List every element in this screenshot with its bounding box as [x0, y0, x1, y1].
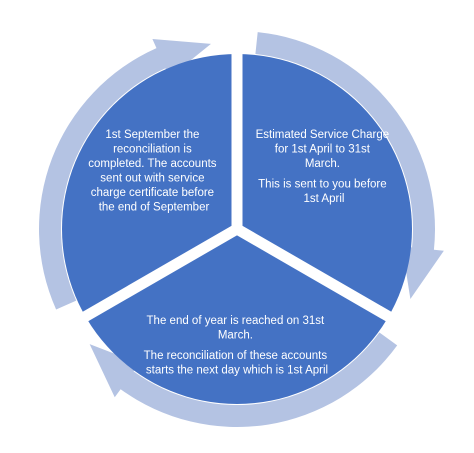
divider-lower-right — [234, 224, 399, 326]
segment-text-top-left: 1st September the reconciliation is comp… — [88, 129, 219, 214]
segment-line: March. — [218, 330, 253, 342]
segment-dividers — [75, 46, 399, 326]
segment-line: the end of September — [99, 202, 210, 214]
segment-text-top-right: Estimated Service Charge for 1st April t… — [256, 129, 393, 205]
segment-line: This is sent to you before — [258, 179, 386, 191]
segment-text-bottom: The end of year is reached on 31st March… — [144, 315, 331, 377]
segment-line: starts the next day which is 1st April — [146, 365, 328, 377]
cycle-arrows — [39, 32, 444, 428]
segment-line: sent out with service — [100, 173, 204, 185]
segment-line: The end of year is reached on 31st — [147, 315, 326, 327]
divider-lower-left — [75, 224, 240, 326]
segment-line: The reconciliation of these accounts — [144, 350, 328, 362]
segment-line: 1st September the — [105, 129, 199, 141]
segment-line: charge certificate before — [91, 187, 214, 199]
segment-line: reconciliation is — [113, 144, 192, 156]
segment-line: completed. The accounts — [88, 158, 217, 170]
cycle-arrow-top-left — [39, 38, 211, 310]
segment-line: for 1st April to 31st — [275, 144, 371, 156]
segment-line: Estimated Service Charge — [256, 129, 390, 141]
segment-line: March. — [305, 158, 340, 170]
cycle-arrow-top-right — [255, 32, 444, 300]
segment-line: 1st April — [304, 193, 345, 205]
cycle-arrow-bottom — [89, 332, 398, 428]
